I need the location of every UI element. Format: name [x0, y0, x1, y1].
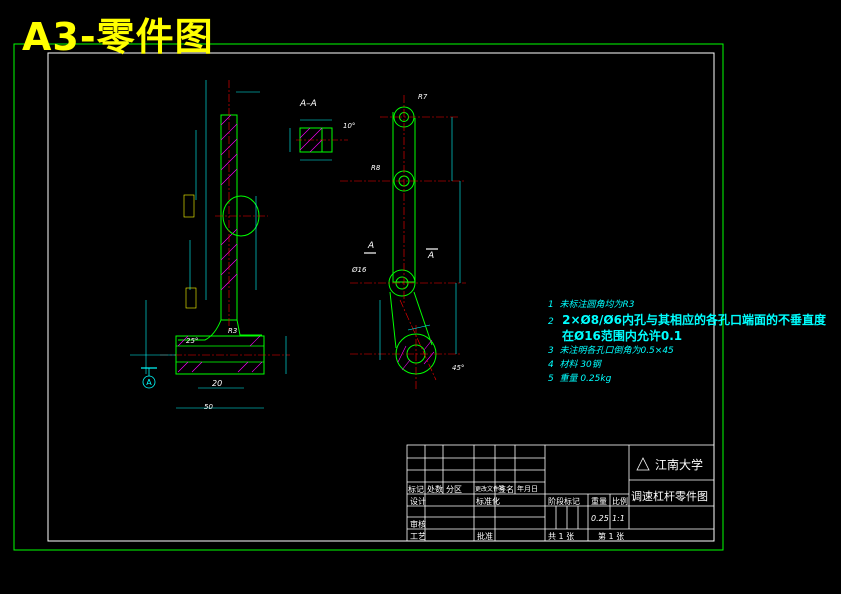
tb-stage: 阶段标记	[548, 497, 580, 506]
tb-sheet-no: 第 1 张	[598, 532, 625, 541]
section-a-a: A–A 10°	[289, 99, 355, 161]
dim-50: 50	[204, 403, 213, 411]
side-dimensions	[130, 80, 287, 409]
note-2-cont: 在Ø16范围内允许0.1	[562, 327, 682, 344]
note-3-num: 3	[548, 346, 554, 356]
note-4-text: 材料 30钢	[559, 360, 601, 370]
inner-border	[47, 52, 715, 542]
dim-25deg: 25°	[186, 337, 198, 345]
note-3-text: 未注明各孔口倒角为0.5×45	[559, 346, 674, 356]
tb-scale-value: 1:1	[612, 514, 625, 523]
dim-r7: R7	[418, 93, 428, 101]
tolerance-frame-2	[185, 287, 197, 309]
datum-label: A	[146, 378, 152, 387]
note-4: 4 材料 30钢	[548, 357, 601, 370]
tb-design: 设计	[410, 497, 426, 506]
note-1-num: 1	[548, 300, 554, 310]
base-bore	[175, 345, 265, 363]
note-2-cont-text: 在Ø16范围内允许0.1	[562, 329, 683, 343]
cut-label-right: A	[427, 251, 434, 261]
lower-arm	[389, 291, 433, 349]
cut-label-left: A	[367, 241, 374, 251]
note-5-num: 5	[548, 374, 554, 384]
sheet-title: A3-零件图	[22, 15, 214, 59]
front-view: A A R7 R8 Ø16 45°	[340, 93, 466, 390]
tb-header-count: 处数	[427, 485, 443, 494]
tb-approve: 批准	[477, 532, 493, 541]
tolerance-frame-1	[183, 194, 195, 218]
note-1: 1 未标注圆角均为R3	[548, 297, 634, 310]
tb-weight-label: 重量	[591, 497, 607, 506]
note-2-text: 2×Ø8/Ø6内孔与其相应的各孔口端面的不垂直度	[562, 313, 826, 327]
tb-standard: 标准化	[476, 497, 500, 506]
university-name: 江南大学	[655, 458, 704, 472]
tb-header-sign: 签名	[498, 485, 514, 494]
tb-header-zone: 分区	[446, 485, 462, 494]
tb-process: 工艺	[410, 532, 426, 541]
side-view: A 20 50 25° R3	[130, 80, 290, 411]
outer-border	[13, 43, 724, 551]
note-5-text: 重量 0.25kg	[559, 374, 612, 384]
dim-r3: R3	[228, 327, 237, 335]
dim-20: 20	[212, 379, 222, 388]
section-title: A–A	[299, 99, 317, 109]
dim-10deg: 10°	[343, 122, 355, 130]
note-4-num: 4	[548, 360, 554, 370]
tb-scale-label: 比例	[612, 497, 628, 506]
dim-phi16: Ø16	[351, 266, 367, 274]
title-block	[406, 444, 715, 542]
tb-weight-value: 0.25	[591, 514, 609, 523]
note-5: 5 重量 0.25kg	[548, 371, 611, 384]
tb-header-mark: 标记	[408, 485, 424, 494]
note-2-num: 2	[548, 317, 554, 327]
tb-header-doc: 更改文件号	[475, 486, 506, 493]
dim-45deg: 45°	[452, 364, 464, 372]
note-1-text: 未标注圆角均为R3	[559, 300, 635, 310]
tb-sheets-total: 共 1 张	[548, 532, 575, 541]
note-2: 2 2×Ø8/Ø6内孔与其相应的各孔口端面的不垂直度	[548, 311, 826, 328]
neck-curve	[178, 319, 222, 341]
base-hatch	[177, 335, 263, 373]
note-3: 3 未注明各孔口倒角为0.5×45	[548, 343, 674, 356]
drawing-name: 调速杠杆零件图	[631, 490, 708, 503]
tb-header-date: 年月日	[517, 485, 538, 493]
tb-review: 审核	[410, 520, 426, 529]
neck-right	[236, 319, 262, 336]
dim-r8: R8	[371, 164, 381, 172]
